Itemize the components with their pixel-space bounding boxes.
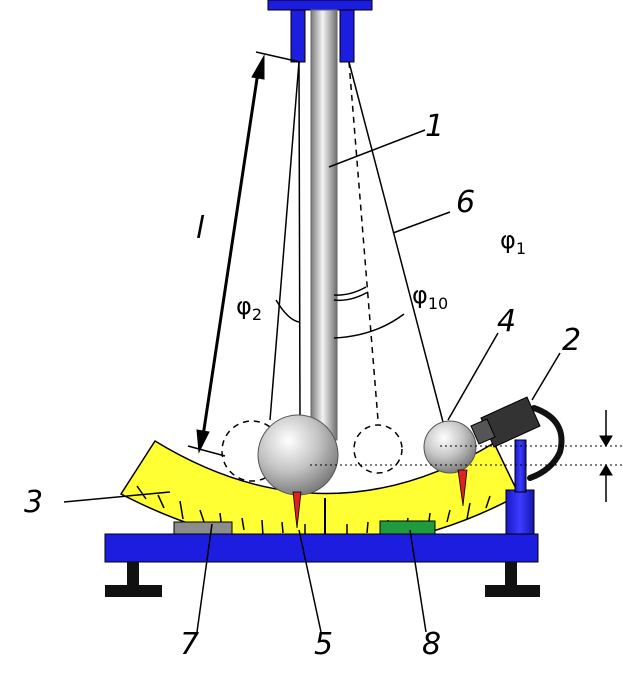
base-platform: [104, 533, 539, 563]
sensor-icon: [470, 396, 541, 448]
ball-ghost-right: [353, 424, 403, 474]
label-phi10: φ10: [412, 281, 448, 313]
central-rod: [310, 9, 338, 441]
leader-lines: [63, 129, 561, 633]
reference-lines: [310, 445, 623, 466]
label-1: 1: [425, 109, 444, 144]
label-4: 4: [497, 304, 516, 339]
ball-small-pointer: [457, 469, 468, 507]
pad-grey: [173, 521, 233, 535]
label-3: 3: [24, 485, 43, 520]
base-feet: [105, 562, 540, 597]
ball-small: [423, 420, 477, 474]
top-clamp-right: [339, 9, 355, 63]
sensor-cable: [527, 405, 565, 481]
label-phi1: φ1: [500, 226, 526, 258]
displacement-arrows: [599, 410, 613, 502]
length-arrow: [187, 51, 301, 457]
label-length: l: [196, 211, 205, 246]
ball-large-pointer: [292, 491, 302, 529]
label-phi2: φ2: [236, 292, 262, 324]
suspension-threads: [269, 61, 444, 423]
top-clamp-bar: [267, 0, 373, 11]
sensor-stand-post: [514, 439, 527, 493]
top-clamp-left: [290, 9, 306, 63]
label-6: 6: [456, 185, 475, 220]
label-2: 2: [562, 323, 581, 358]
label-8: 8: [422, 627, 441, 662]
sensor-stand-base: [505, 489, 535, 535]
label-5: 5: [314, 627, 333, 662]
label-7: 7: [180, 627, 199, 662]
ball-large: [257, 414, 339, 496]
angle-arcs: [275, 286, 405, 339]
pad-green: [379, 520, 436, 535]
